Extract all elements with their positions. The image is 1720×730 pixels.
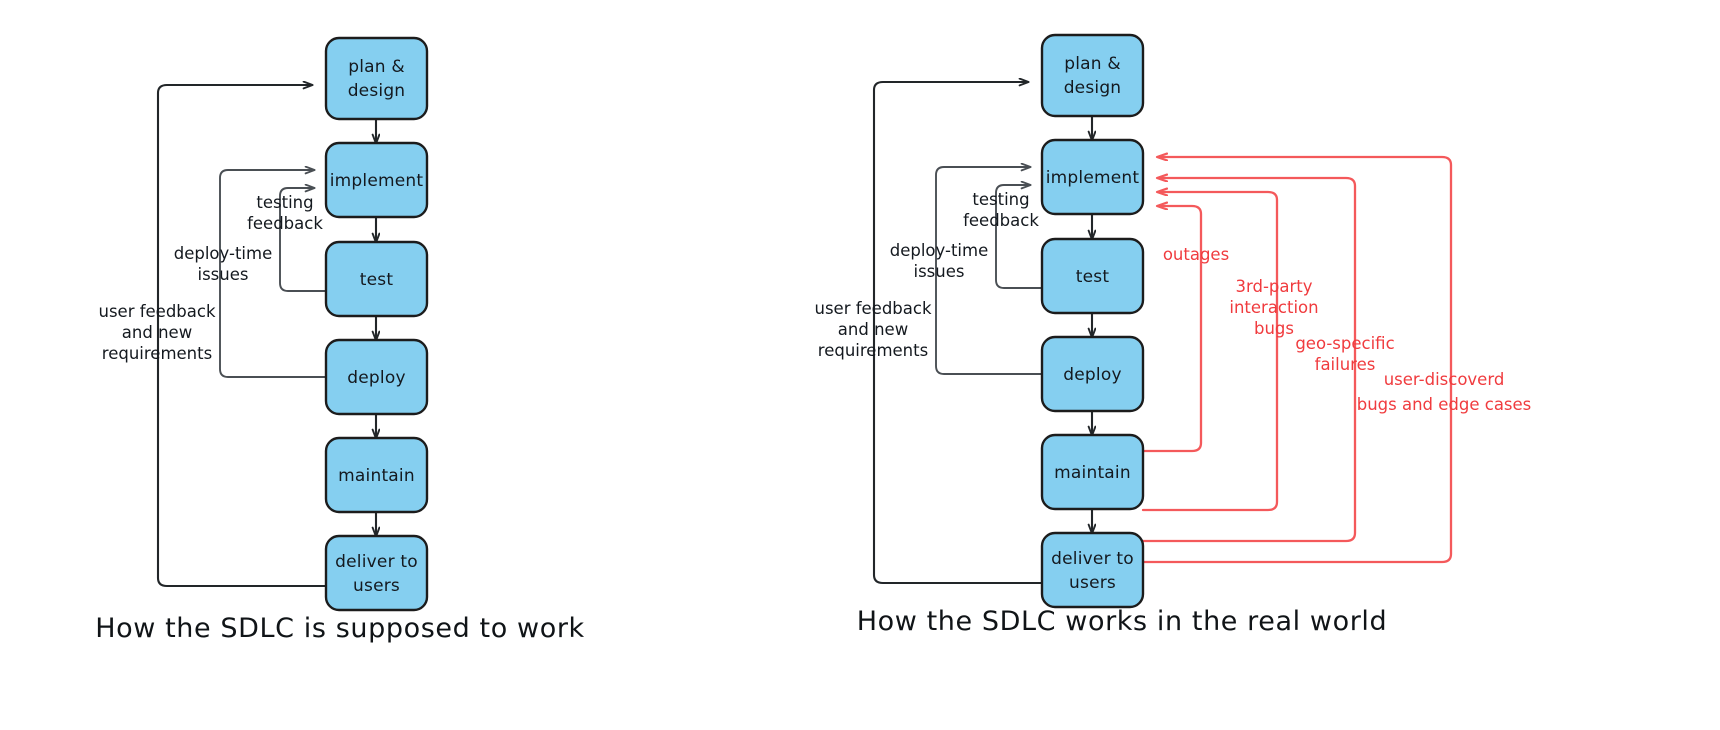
- problem-label-line1: user-discoverd: [1384, 370, 1505, 389]
- stage-rect: [1040, 433, 1145, 511]
- problem-label-line2: bugs and edge cases: [1357, 395, 1532, 414]
- edge-deploy-time-issues-real: [935, 167, 1043, 375]
- edge-label-line1: testing: [972, 190, 1029, 209]
- edge-label-line2: feedback: [963, 211, 1039, 230]
- edge-user-feedback-ideal: [156, 85, 328, 588]
- edge-label-deploy-time-issues-ideal: deploy-time issues: [174, 244, 272, 284]
- problem-label-line1: geo-specific: [1295, 334, 1394, 353]
- stage-box-deliver-real[interactable]: deliver to users: [1040, 531, 1145, 609]
- stage-label-line1: maintain: [338, 466, 415, 486]
- panel-caption-real-world: How the SDLC works in the real world: [857, 606, 1388, 637]
- problem-edge-user-discovered-bugs: [1141, 157, 1453, 564]
- edge-label-deploy-time-issues-real: deploy-time issues: [890, 241, 988, 281]
- problem-label-line3: bugs: [1254, 319, 1294, 338]
- stage-label-line1: deploy: [1063, 365, 1121, 385]
- stage-box-plan-design-real[interactable]: plan & design: [1040, 33, 1145, 118]
- stage-rect: [1040, 335, 1145, 413]
- stage-label-line2: users: [353, 576, 400, 596]
- stage-box-deploy-real[interactable]: deploy: [1040, 335, 1145, 413]
- edge-label-line3: requirements: [818, 341, 928, 360]
- problem-edge-outages: [1141, 206, 1203, 453]
- panel-caption-ideal: How the SDLC is supposed to work: [95, 613, 585, 644]
- stage-label-line1: implement: [330, 171, 424, 191]
- edge-testing-feedback-real: [995, 185, 1043, 289]
- edge-label-line1: testing: [256, 193, 313, 212]
- stage-rect: [1040, 531, 1145, 609]
- stage-rect: [324, 141, 429, 219]
- edge-label-line1: user feedback: [814, 299, 931, 318]
- stage-rect: [1040, 33, 1145, 118]
- stage-label-line1: plan &: [348, 57, 405, 77]
- edge-label-line2: feedback: [247, 214, 323, 233]
- stage-rect: [324, 338, 429, 416]
- problem-label-line1: outages: [1163, 245, 1229, 264]
- stage-box-test-real[interactable]: test: [1040, 237, 1145, 315]
- panel-ideal: plan & design implement test deploy main…: [95, 36, 585, 644]
- problem-label-user-discovered-bugs: user-discoverd bugs and edge cases: [1357, 370, 1532, 414]
- stage-box-plan-design-ideal[interactable]: plan & design: [324, 36, 429, 121]
- panel-real-world: plan & design implement test deploy main…: [814, 33, 1532, 637]
- problem-edge-third-party-interaction-bugs: [1141, 192, 1279, 512]
- edge-label-line2: issues: [198, 265, 249, 284]
- stage-label-line2: users: [1069, 573, 1116, 593]
- stage-box-deliver-ideal[interactable]: deliver to users: [324, 534, 429, 612]
- edge-label-user-feedback-ideal: user feedback and new requirements: [98, 302, 215, 363]
- edge-label-line1: deploy-time: [174, 244, 272, 263]
- stage-label-line1: plan &: [1064, 54, 1121, 74]
- problem-label-line1: 3rd-party: [1235, 277, 1312, 296]
- stage-box-deploy-ideal[interactable]: deploy: [324, 338, 429, 416]
- stage-box-maintain-ideal[interactable]: maintain: [324, 436, 429, 514]
- stage-box-test-ideal[interactable]: test: [324, 240, 429, 318]
- stage-rect: [324, 534, 429, 612]
- edge-label-testing-feedback-real: testing feedback: [963, 190, 1039, 230]
- edge-deploy-time-issues-ideal: [219, 170, 327, 378]
- edge-label-line3: requirements: [102, 344, 212, 363]
- problem-label-outages: outages: [1163, 245, 1229, 264]
- stage-label-line1: maintain: [1054, 463, 1131, 483]
- edge-label-line2: and new: [122, 323, 192, 342]
- problem-edge-geo-specific-failures: [1141, 178, 1357, 543]
- edge-label-testing-feedback-ideal: testing feedback: [247, 193, 323, 233]
- edge-label-line1: user feedback: [98, 302, 215, 321]
- problem-label-third-party-interaction-bugs: 3rd-party interaction bugs: [1229, 277, 1318, 338]
- stage-label-line1: test: [360, 270, 394, 290]
- problem-label-line2: interaction: [1229, 298, 1318, 317]
- edge-label-line2: issues: [914, 262, 965, 281]
- edge-label-line1: deploy-time: [890, 241, 988, 260]
- problem-label-geo-specific-failures: geo-specific failures: [1295, 334, 1394, 374]
- stage-box-implement-real[interactable]: implement: [1040, 138, 1145, 216]
- stage-rect: [1040, 138, 1145, 216]
- stage-label-line2: design: [348, 81, 406, 101]
- stage-label-line1: deliver to: [335, 552, 418, 572]
- edge-label-line2: and new: [838, 320, 908, 339]
- stage-label-line2: design: [1064, 78, 1122, 98]
- stage-rect: [1040, 237, 1145, 315]
- stage-label-line1: deliver to: [1051, 549, 1134, 569]
- stage-rect: [324, 240, 429, 318]
- edge-testing-feedback-ideal: [279, 188, 327, 292]
- problem-label-line2: failures: [1315, 355, 1376, 374]
- stage-label-line1: test: [1076, 267, 1110, 287]
- stage-label-line1: deploy: [347, 368, 405, 388]
- stage-rect: [324, 436, 429, 514]
- stage-label-line1: implement: [1046, 168, 1140, 188]
- edge-user-feedback-real: [872, 82, 1044, 585]
- stage-box-implement-ideal[interactable]: implement: [324, 141, 429, 219]
- stage-box-maintain-real[interactable]: maintain: [1040, 433, 1145, 511]
- edge-label-user-feedback-real: user feedback and new requirements: [814, 299, 931, 360]
- stage-rect: [324, 36, 429, 121]
